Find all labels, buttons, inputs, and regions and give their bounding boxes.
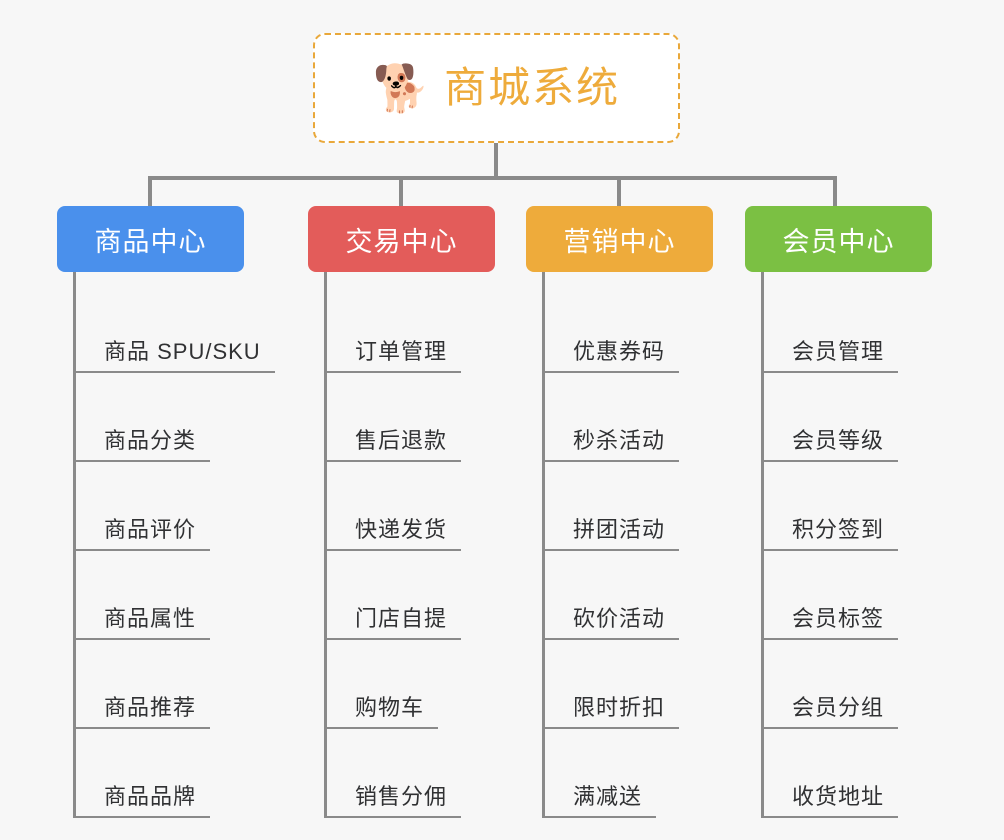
- list-item[interactable]: 购物车: [327, 640, 495, 729]
- connector-root-stem: [494, 143, 498, 179]
- leaf-label: 商品品牌: [76, 783, 211, 818]
- leaf-label: 会员标签: [764, 605, 899, 640]
- list-item[interactable]: 收货地址: [764, 729, 932, 818]
- leaf-label: 砍价活动: [545, 605, 680, 640]
- leaf-label: 商品评价: [76, 516, 211, 551]
- list-item[interactable]: 会员管理: [764, 284, 932, 373]
- branch-member-center: 会员中心 会员管理 会员等级 积分签到 会员标签 会员分组 收货地址: [745, 206, 932, 818]
- leaf-label: 积分签到: [764, 516, 899, 551]
- list-item[interactable]: 商品品牌: [76, 729, 275, 818]
- list-item[interactable]: 秒杀活动: [545, 373, 713, 462]
- list-item[interactable]: 订单管理: [327, 284, 495, 373]
- leaf-label: 门店自提: [327, 605, 462, 640]
- list-item[interactable]: 会员标签: [764, 551, 932, 640]
- category-header-1[interactable]: 商品中心: [57, 206, 244, 272]
- leaf-label: 订单管理: [327, 338, 462, 373]
- list-item[interactable]: 快递发货: [327, 462, 495, 551]
- list-item[interactable]: 限时折扣: [545, 640, 713, 729]
- list-item[interactable]: 门店自提: [327, 551, 495, 640]
- leaf-list-4: 会员管理 会员等级 积分签到 会员标签 会员分组 收货地址: [761, 272, 932, 818]
- leaf-label: 优惠券码: [545, 338, 680, 373]
- leaf-list-1: 商品 SPU/SKU 商品分类 商品评价 商品属性 商品推荐 商品品牌: [73, 272, 275, 818]
- root-title: 商城系统: [444, 64, 621, 111]
- list-item[interactable]: 商品分类: [76, 373, 275, 462]
- leaf-label: 销售分佣: [327, 783, 462, 818]
- leaf-label: 商品分类: [76, 427, 211, 462]
- leaf-label: 购物车: [327, 694, 439, 729]
- list-item[interactable]: 商品推荐: [76, 640, 275, 729]
- leaf-list-2: 订单管理 售后退款 快递发货 门店自提 购物车 销售分佣: [324, 272, 495, 818]
- list-item[interactable]: 积分签到: [764, 462, 932, 551]
- leaf-label: 商品属性: [76, 605, 211, 640]
- category-header-2[interactable]: 交易中心: [308, 206, 495, 272]
- list-item[interactable]: 满减送: [545, 729, 713, 818]
- list-item[interactable]: 商品属性: [76, 551, 275, 640]
- list-item[interactable]: 售后退款: [327, 373, 495, 462]
- connector-drop-1: [148, 176, 152, 206]
- leaf-label: 满减送: [545, 783, 657, 818]
- branch-product-center: 商品中心 商品 SPU/SKU 商品分类 商品评价 商品属性 商品推荐 商品品牌: [57, 206, 275, 818]
- leaf-label: 商品 SPU/SKU: [76, 338, 275, 373]
- connector-drop-2: [399, 176, 403, 206]
- list-item[interactable]: 商品 SPU/SKU: [76, 284, 275, 373]
- list-item[interactable]: 会员分组: [764, 640, 932, 729]
- category-header-3[interactable]: 营销中心: [526, 206, 713, 272]
- leaf-label: 收货地址: [764, 783, 899, 818]
- list-item[interactable]: 优惠券码: [545, 284, 713, 373]
- connector-horizontal-bar: [148, 176, 837, 180]
- branch-marketing-center: 营销中心 优惠券码 秒杀活动 拼团活动 砍价活动 限时折扣 满减送: [526, 206, 713, 818]
- connector-drop-4: [833, 176, 837, 206]
- leaf-label: 限时折扣: [545, 694, 680, 729]
- leaf-label: 会员分组: [764, 694, 899, 729]
- leaf-label: 会员管理: [764, 338, 899, 373]
- leaf-label: 售后退款: [327, 427, 462, 462]
- list-item[interactable]: 会员等级: [764, 373, 932, 462]
- list-item[interactable]: 砍价活动: [545, 551, 713, 640]
- connector-drop-3: [617, 176, 621, 206]
- leaf-label: 拼团活动: [545, 516, 680, 551]
- list-item[interactable]: 商品评价: [76, 462, 275, 551]
- leaf-label: 商品推荐: [76, 694, 211, 729]
- category-header-4[interactable]: 会员中心: [745, 206, 932, 272]
- list-item[interactable]: 拼团活动: [545, 462, 713, 551]
- list-item[interactable]: 销售分佣: [327, 729, 495, 818]
- root-node[interactable]: 🐕 商城系统: [313, 33, 680, 143]
- branch-trade-center: 交易中心 订单管理 售后退款 快递发货 门店自提 购物车 销售分佣: [308, 206, 495, 818]
- leaf-label: 秒杀活动: [545, 427, 680, 462]
- leaf-label: 快递发货: [327, 516, 462, 551]
- leaf-label: 会员等级: [764, 427, 899, 462]
- shiba-dog-face-icon: 🐕: [372, 62, 431, 114]
- leaf-list-3: 优惠券码 秒杀活动 拼团活动 砍价活动 限时折扣 满减送: [542, 272, 713, 818]
